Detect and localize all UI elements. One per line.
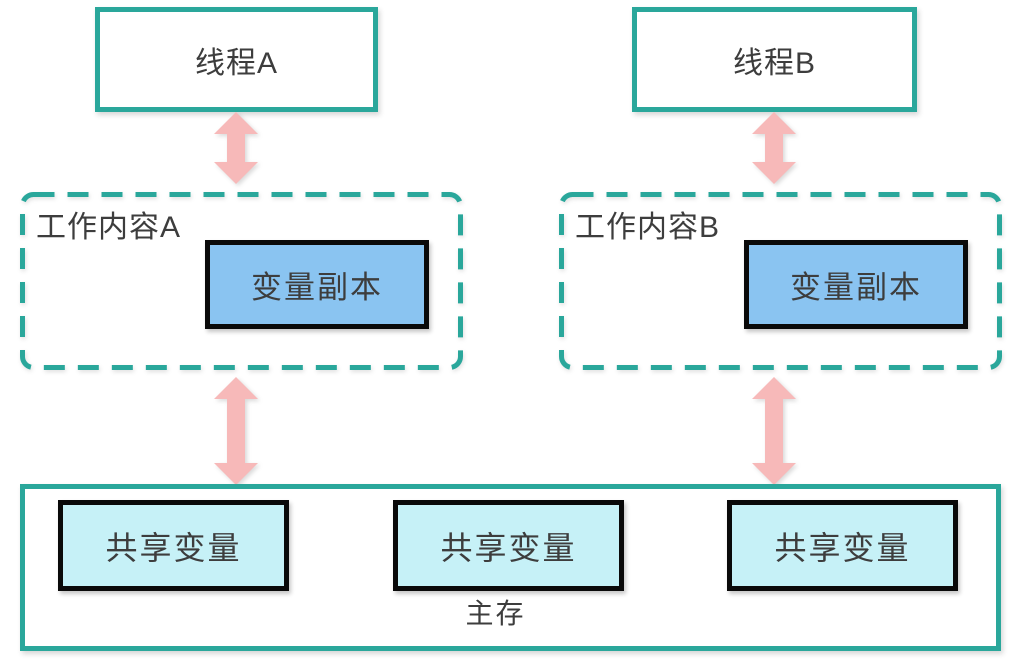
bidirectional-arrow-work-a-main-memory bbox=[214, 377, 258, 485]
thread-a-box: 线程A bbox=[95, 7, 378, 112]
work-area-b-label: 工作内容B bbox=[575, 211, 721, 244]
shared-variable-box-2: 共享变量 bbox=[393, 500, 624, 591]
shared-variable-box-3: 共享变量 bbox=[727, 500, 958, 591]
shared-variable-box-1: 共享变量 bbox=[58, 500, 289, 591]
bidirectional-arrow-thread-a-work-a bbox=[214, 112, 258, 184]
dashed-border-work-a bbox=[20, 192, 463, 370]
dashed-border-work-b bbox=[559, 192, 1002, 370]
variable-copy-b-box: 变量副本 bbox=[744, 240, 968, 329]
thread-b-box: 线程B bbox=[632, 7, 917, 112]
main-memory-box: 共享变量 共享变量 共享变量 主存 bbox=[20, 484, 1001, 651]
variable-copy-a-box: 变量副本 bbox=[205, 240, 429, 329]
bidirectional-arrow-thread-b-work-b bbox=[752, 112, 796, 184]
work-area-b: 工作内容B 变量副本 bbox=[559, 192, 1002, 370]
main-memory-label: 主存 bbox=[465, 598, 526, 629]
work-area-a-label: 工作内容A bbox=[36, 211, 182, 244]
work-area-a: 工作内容A 变量副本 bbox=[20, 192, 463, 370]
bidirectional-arrow-work-b-main-memory bbox=[752, 377, 796, 485]
